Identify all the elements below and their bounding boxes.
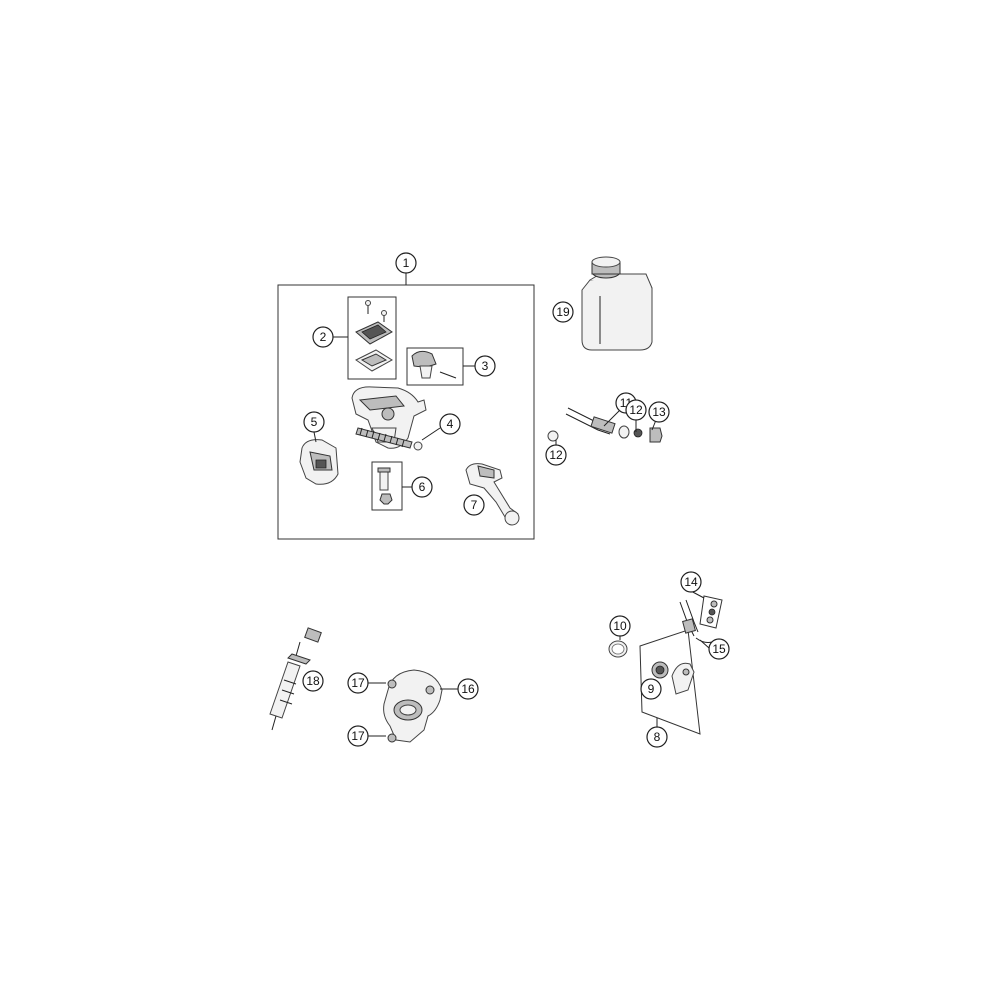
svg-text:4: 4: [447, 417, 454, 431]
callout-14: 14: [680, 571, 702, 593]
callout-7: 7: [463, 494, 485, 516]
svg-text:6: 6: [419, 480, 426, 494]
callout-13: 13: [648, 401, 670, 423]
bleeder-housing-part: [383, 669, 443, 743]
bleed-nipple-part: [706, 600, 718, 624]
callout-12-upper: 12: [625, 399, 647, 421]
svg-text:17: 17: [351, 729, 365, 743]
svg-text:8: 8: [654, 730, 661, 744]
svg-text:12: 12: [549, 448, 563, 462]
svg-text:9: 9: [648, 682, 655, 696]
hand-lever-part: [465, 463, 520, 526]
callout-6: 6: [411, 476, 433, 498]
syringe-part: [269, 627, 322, 731]
callout-17-lower: 17: [347, 725, 369, 747]
callout-10: 10: [609, 615, 631, 637]
callout-15: 15: [708, 638, 730, 660]
svg-text:17: 17: [351, 676, 365, 690]
svg-text:13: 13: [652, 405, 666, 419]
callout-19: 19: [552, 301, 574, 323]
svg-text:3: 3: [482, 359, 489, 373]
callout-1: 1: [395, 252, 417, 274]
assembly-2-frame: [347, 296, 397, 380]
brake-hose-banjo-part: [547, 407, 663, 445]
clutch-hose-part: [679, 599, 713, 643]
callout-8: 8: [646, 726, 668, 748]
piston-spring-part: [355, 427, 441, 451]
callout-4: 4: [439, 413, 461, 435]
callout-2: 2: [312, 326, 334, 348]
callout-5: 5: [303, 411, 325, 433]
svg-text:19: 19: [556, 305, 570, 319]
svg-text:15: 15: [712, 642, 726, 656]
svg-text:2: 2: [320, 330, 327, 344]
master-cylinder-body: [351, 386, 427, 449]
svg-text:7: 7: [471, 498, 478, 512]
callout-9: 9: [640, 678, 662, 700]
handlebar-clamp-part: [411, 350, 457, 379]
pivot-pin-part: [377, 467, 393, 505]
lever-boot-part: [299, 431, 339, 485]
callout-17-upper: 17: [347, 672, 369, 694]
callout-16: 16: [457, 678, 479, 700]
assembly-6-frame: [371, 461, 403, 511]
reservoir-cover-part: [355, 300, 393, 372]
o-ring-part: [608, 640, 628, 658]
callout-12-lower: 12: [545, 444, 567, 466]
assembly-14-frame: [699, 595, 723, 629]
slave-cylinder-part: [651, 661, 695, 695]
callout-3: 3: [474, 355, 496, 377]
svg-text:14: 14: [684, 575, 698, 589]
brake-fluid-bottle-part: [581, 256, 653, 351]
svg-text:5: 5: [311, 415, 318, 429]
svg-text:12: 12: [629, 403, 643, 417]
svg-text:18: 18: [306, 674, 320, 688]
svg-text:10: 10: [613, 619, 627, 633]
callout-18: 18: [302, 670, 324, 692]
svg-text:16: 16: [461, 682, 475, 696]
svg-text:1: 1: [403, 256, 410, 270]
